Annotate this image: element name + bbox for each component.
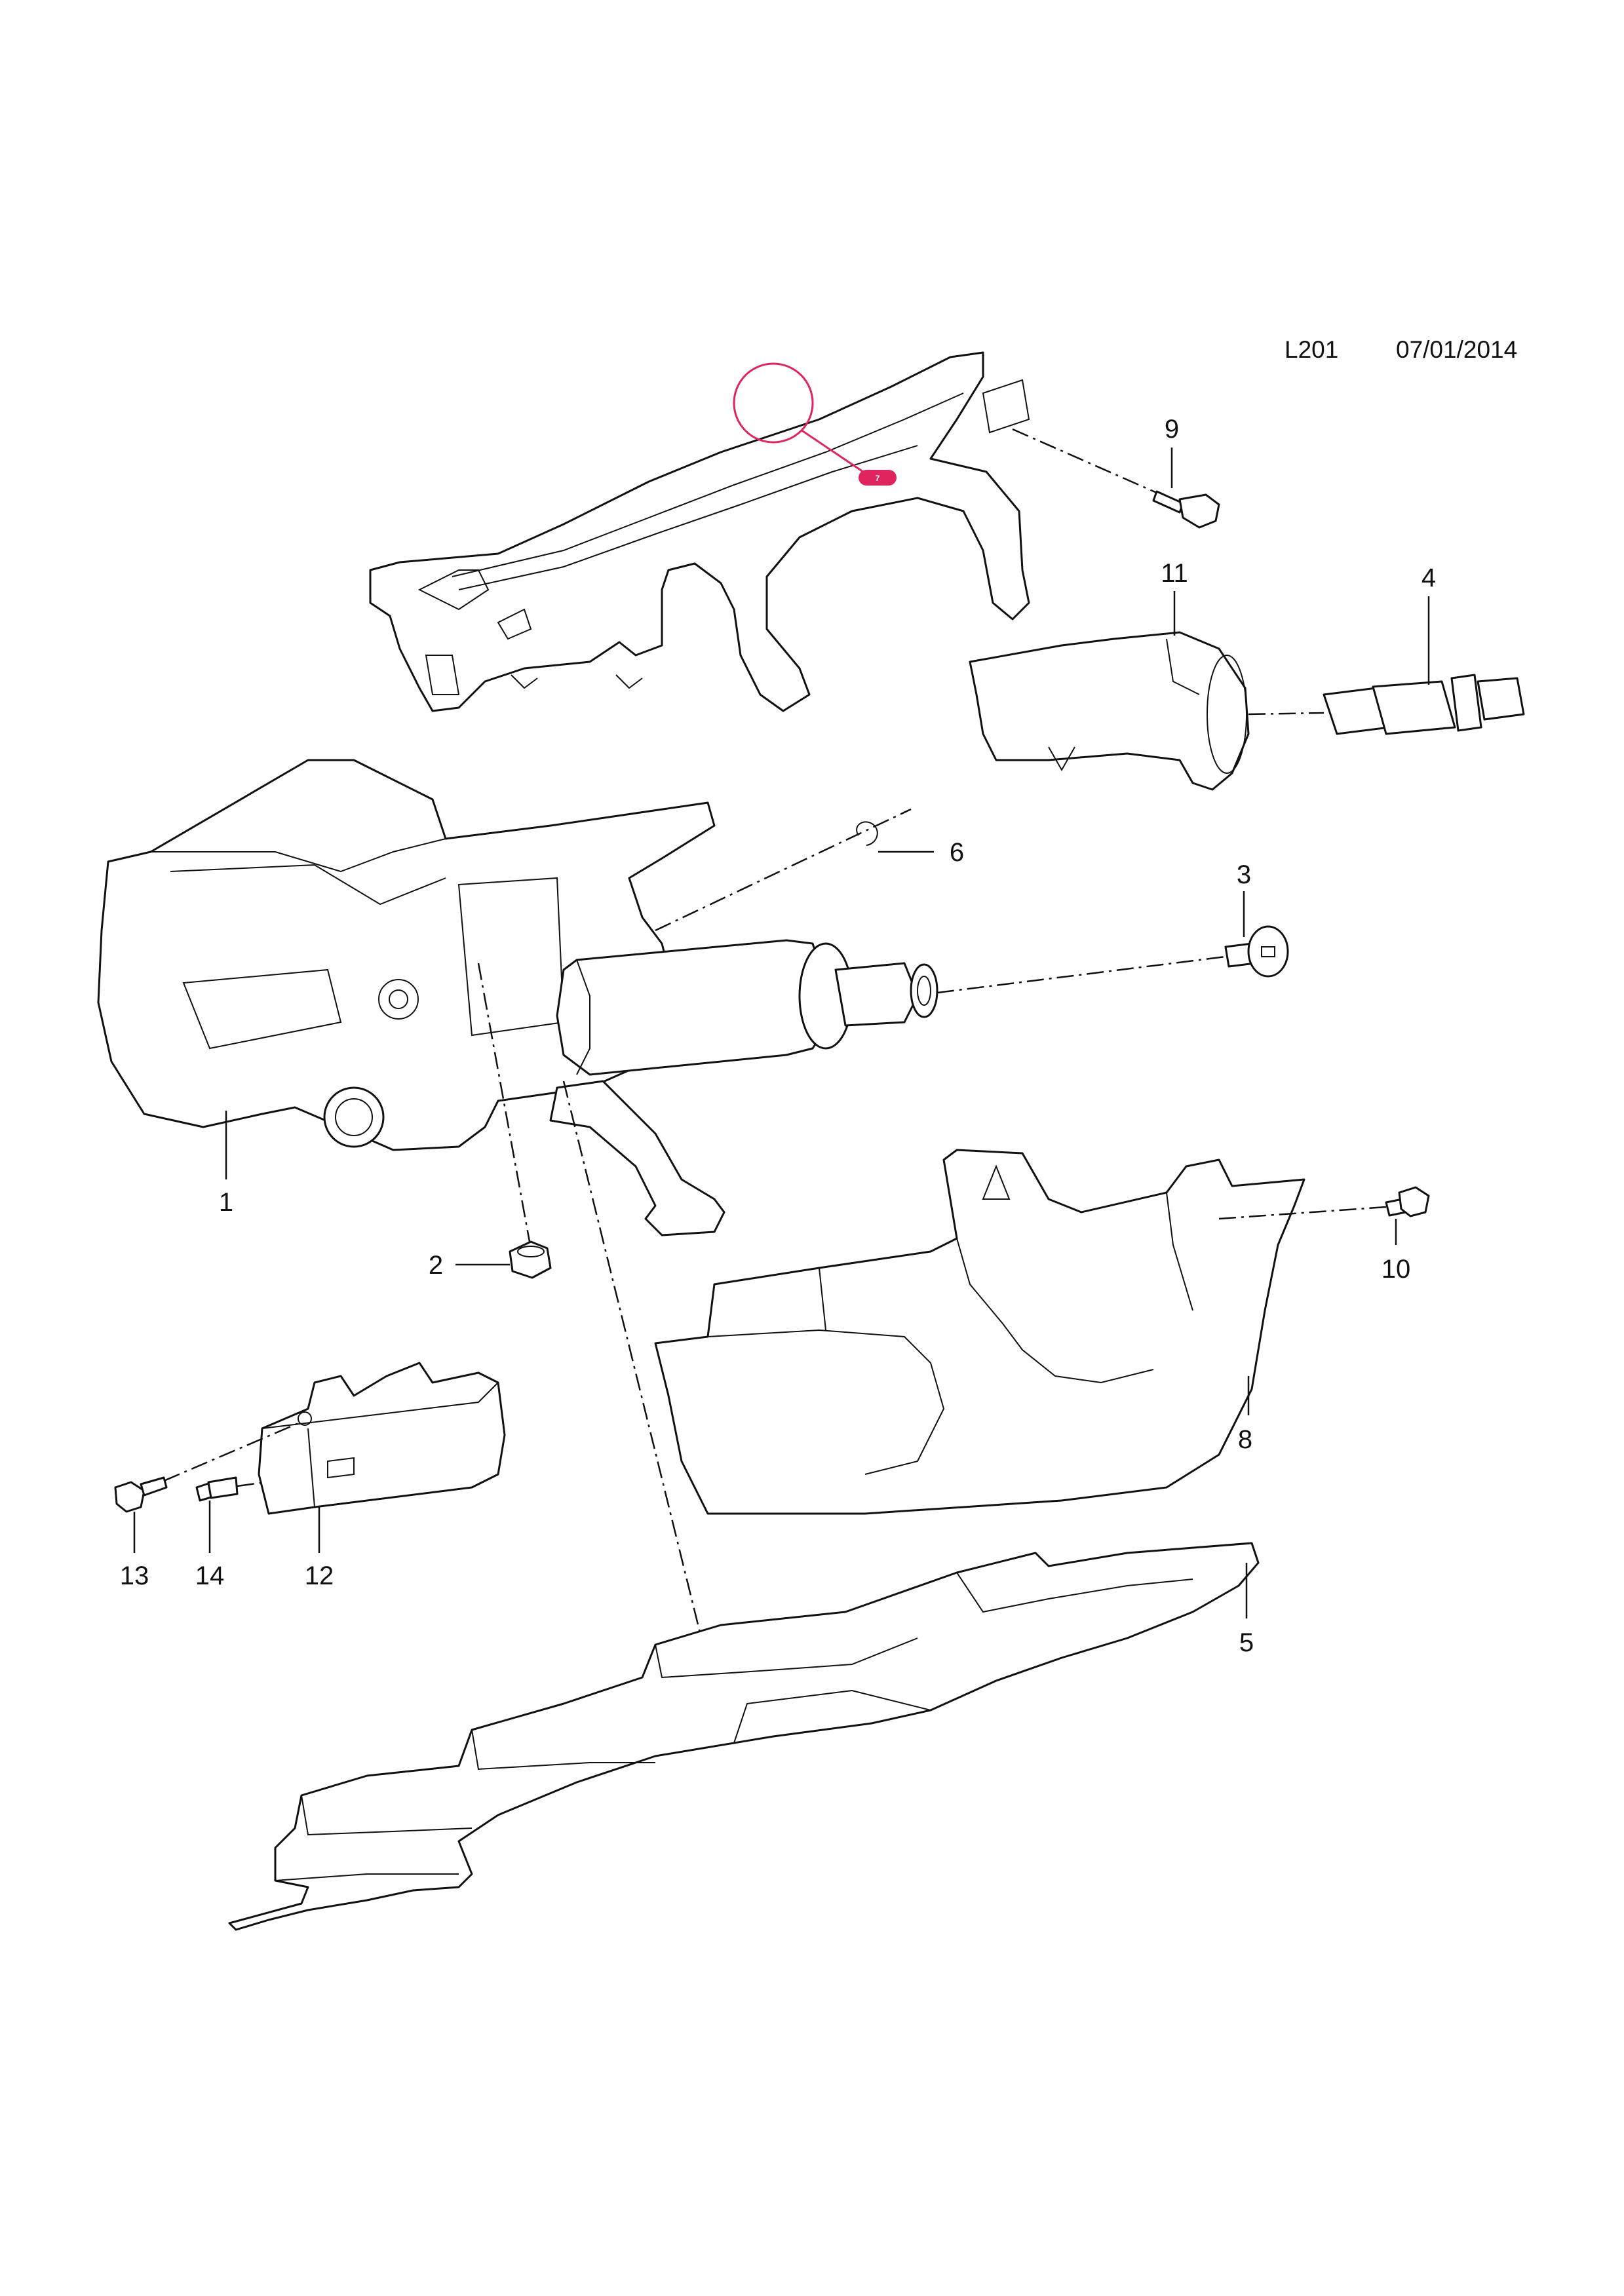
leader-5-dash — [562, 1081, 709, 1665]
part-1-steering-column[interactable] — [97, 759, 938, 1236]
highlight-badge — [859, 470, 897, 486]
leader-10 — [1218, 1206, 1387, 1220]
diagram-date: 07/01/2014 — [1396, 336, 1517, 363]
part-14-screw[interactable] — [195, 1476, 239, 1502]
highlight-marker[interactable]: 7 — [733, 362, 897, 486]
callout-2: 2 — [429, 1251, 443, 1280]
part-2-nut[interactable] — [509, 1240, 552, 1279]
highlight-badge-label: 7 — [876, 474, 880, 483]
callout-14: 14 — [195, 1561, 225, 1590]
callout-6: 6 — [950, 838, 964, 867]
leader-14 — [237, 1481, 266, 1487]
part-10-screw[interactable] — [1385, 1186, 1430, 1217]
part-13-screw[interactable] — [114, 1476, 168, 1513]
part-5-trim-panel[interactable] — [228, 1542, 1260, 1931]
diagram-code: L201 — [1285, 336, 1338, 363]
callout-8: 8 — [1238, 1425, 1252, 1454]
callout-13: 13 — [120, 1561, 149, 1590]
leader-13 — [163, 1421, 302, 1482]
part-3-bolt[interactable] — [1224, 925, 1289, 978]
leader-6 — [655, 808, 912, 932]
callout-11: 11 — [1161, 559, 1188, 588]
part-11-lock-housing[interactable] — [969, 631, 1250, 791]
leader-3 — [937, 955, 1226, 994]
leader-4 — [1248, 712, 1324, 716]
part-12-module[interactable] — [258, 1362, 506, 1515]
callout-3: 3 — [1237, 860, 1251, 889]
highlight-leader — [800, 429, 866, 474]
callout-5: 5 — [1239, 1628, 1254, 1657]
callout-4: 4 — [1421, 564, 1436, 592]
part-4-lock-cylinder[interactable] — [1323, 674, 1525, 735]
callout-12: 12 — [305, 1561, 334, 1590]
callout-9: 9 — [1165, 415, 1179, 444]
part-7-upper-cover[interactable] — [369, 351, 1030, 712]
leader-9 — [1012, 428, 1157, 494]
callout-10: 10 — [1382, 1255, 1411, 1284]
callout-1: 1 — [219, 1188, 233, 1217]
part-8-lower-cover[interactable] — [654, 1149, 1305, 1515]
part-9-screw[interactable] — [1152, 490, 1220, 529]
part-6-clip[interactable] — [856, 821, 878, 846]
highlight-ring — [733, 362, 814, 444]
